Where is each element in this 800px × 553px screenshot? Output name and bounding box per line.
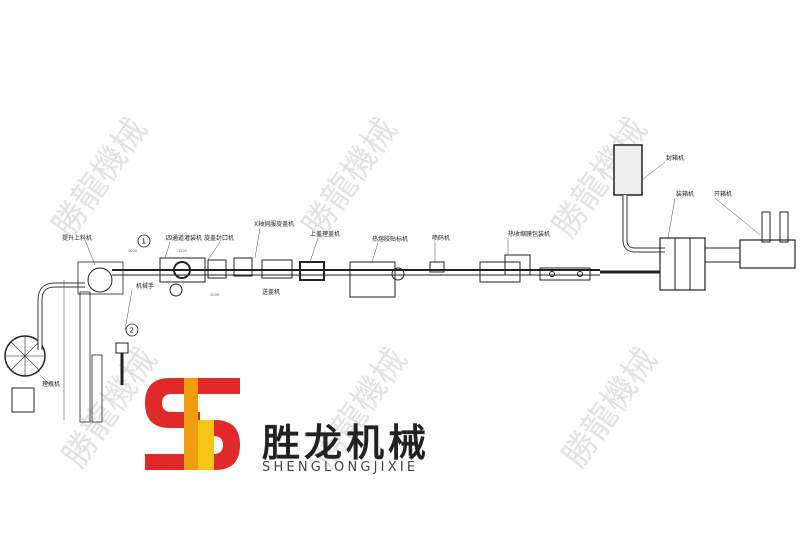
machine-label: 四通道灌装机 xyxy=(166,234,202,242)
machine-label: 喷码机 xyxy=(432,234,450,242)
machine-label: 旋盖封口机 xyxy=(204,234,234,242)
machine-label: X轴伺服旋盖机 xyxy=(254,220,294,228)
line-drawing xyxy=(4,144,796,423)
unscrambler-base xyxy=(11,387,35,413)
brand-name-en: SHENGLONGJIXIE xyxy=(262,460,419,475)
machine-label: 热熔胶贴标机 xyxy=(372,235,408,243)
machine-label: 提升上料机 xyxy=(62,234,92,242)
machine-label: 上盖理盖机 xyxy=(310,230,340,238)
marker-2: 2 xyxy=(130,327,134,335)
brand-logo xyxy=(145,378,240,470)
dimension-label: 3000 xyxy=(210,293,219,297)
machine-label: 热收缩膜包装机 xyxy=(508,230,550,238)
watermark: 勝龍機械 xyxy=(555,341,666,475)
marker-1: 1 xyxy=(142,238,146,246)
dimension-label: 3000 xyxy=(128,249,137,253)
machine-label: 封箱机 xyxy=(666,154,684,162)
machine-label: 理瓶机 xyxy=(42,380,60,388)
watermark: 勝龍機械 xyxy=(45,111,156,245)
machine-label: 送盖机 xyxy=(262,288,280,296)
machine-label: 开箱机 xyxy=(714,190,732,198)
brand-name-cn: 胜龙机械 xyxy=(262,421,431,465)
watermark: 勝龍機械 xyxy=(295,111,406,245)
machine-label: 装箱机 xyxy=(676,190,694,198)
dimension-label: 1200 xyxy=(178,249,187,253)
machine-label: 机械手 xyxy=(136,282,154,290)
